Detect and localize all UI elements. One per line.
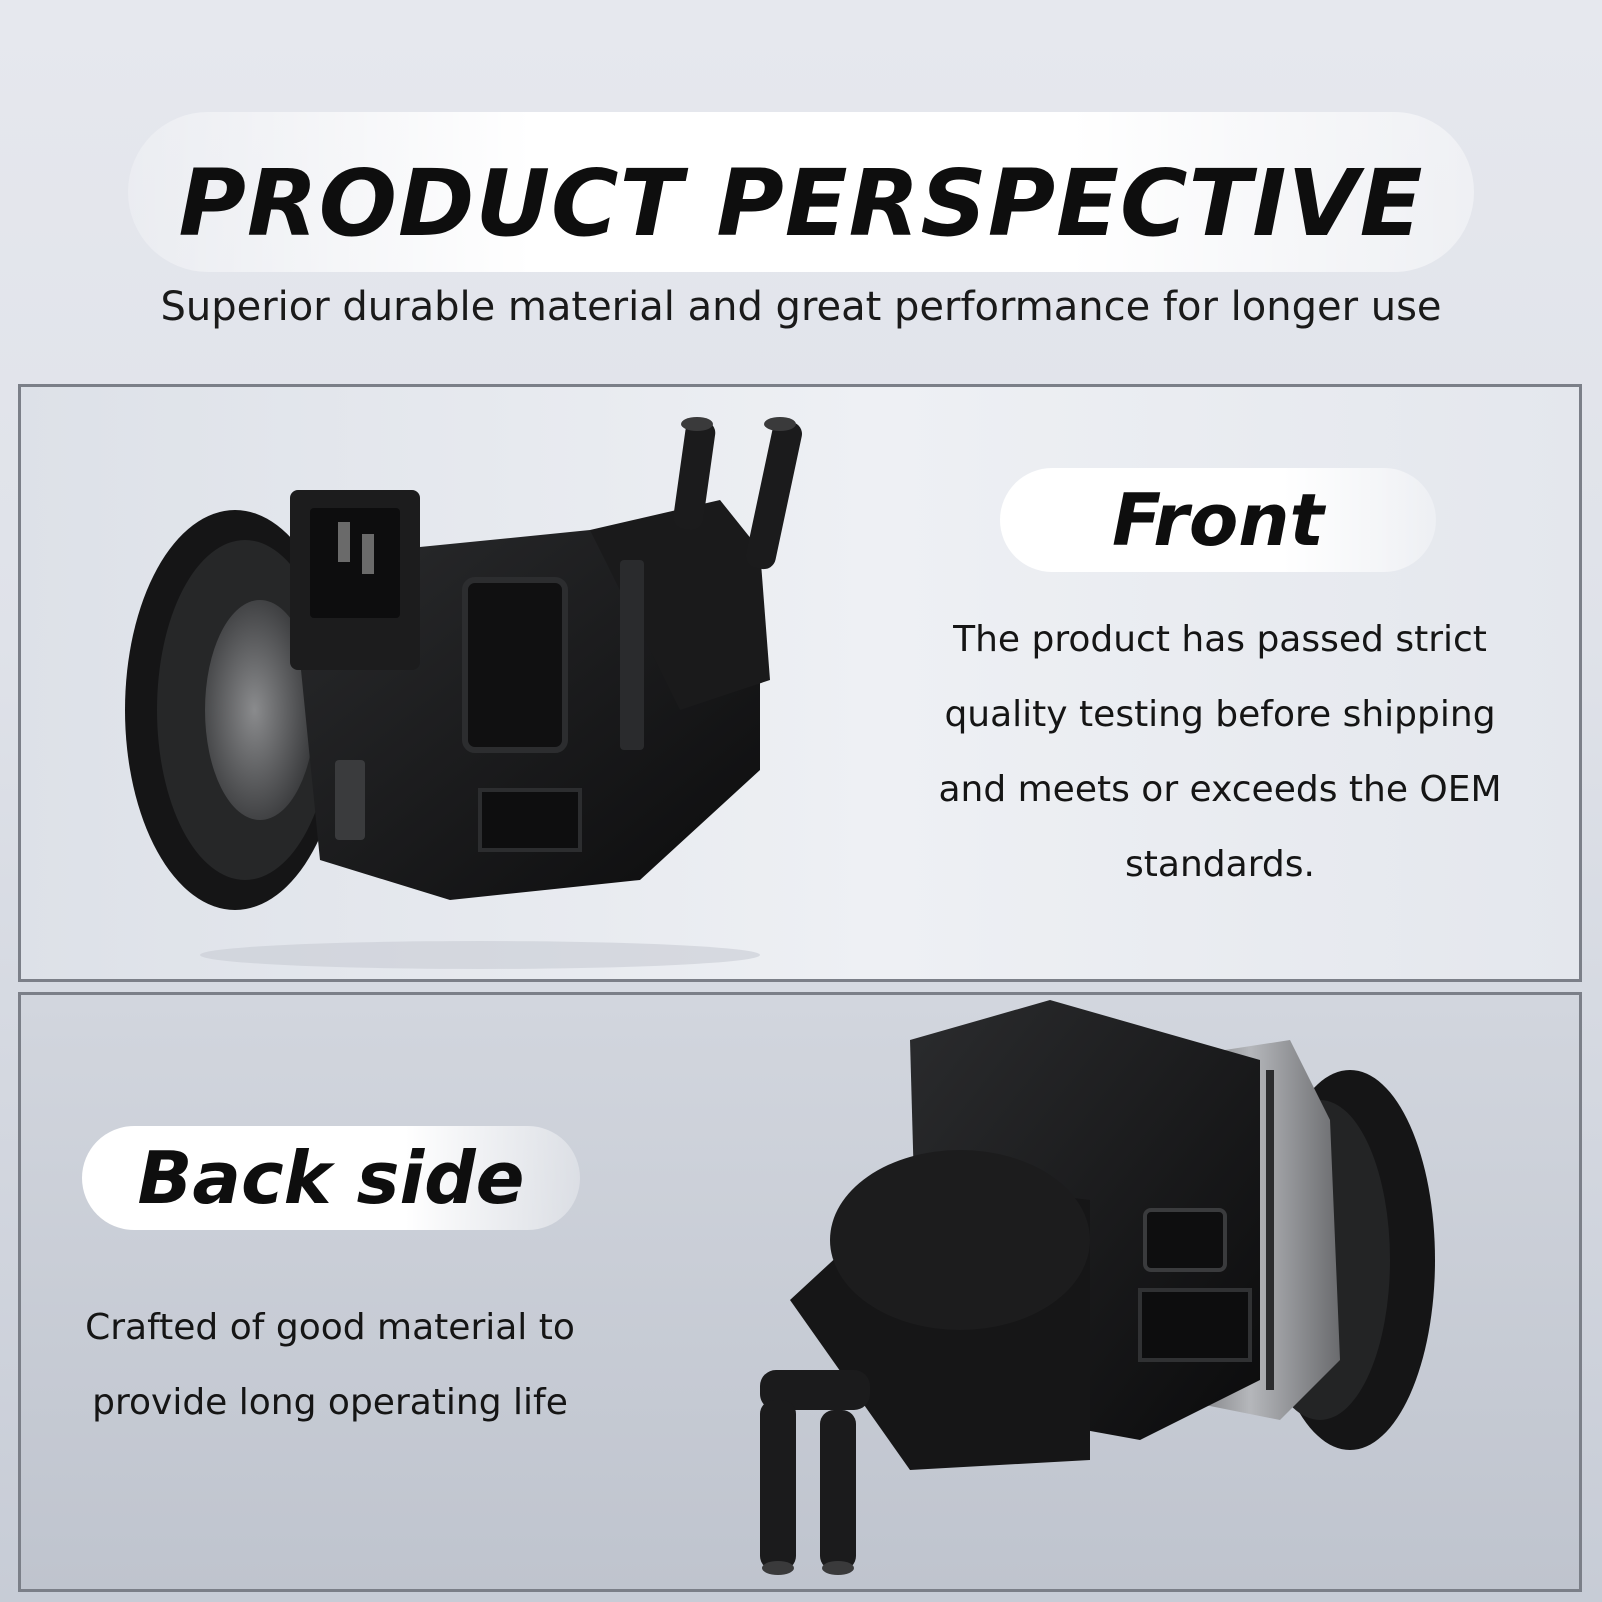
back-description-line-1: Crafted of good material to xyxy=(85,1307,575,1348)
front-description-line-4: standards. xyxy=(1125,844,1315,885)
front-description-line-1: The product has passed strict xyxy=(953,619,1487,660)
back-label: Back side xyxy=(137,1136,525,1220)
back-product-image xyxy=(760,1000,1435,1575)
page-subtitle: Superior durable material and great perf… xyxy=(160,284,1442,330)
page-title: PRODUCT PERSPECTIVE xyxy=(178,150,1424,257)
title-banner xyxy=(128,112,1474,272)
front-description-line-2: quality testing before shipping xyxy=(944,694,1496,735)
front-description-line-3: and meets or exceeds the OEM xyxy=(938,769,1502,810)
front-product-image xyxy=(125,417,802,969)
front-label: Front xyxy=(1112,478,1324,562)
front-label-pill xyxy=(1000,468,1436,572)
back-description-line-2: provide long operating life xyxy=(92,1382,568,1423)
back-label-pill xyxy=(82,1126,580,1230)
